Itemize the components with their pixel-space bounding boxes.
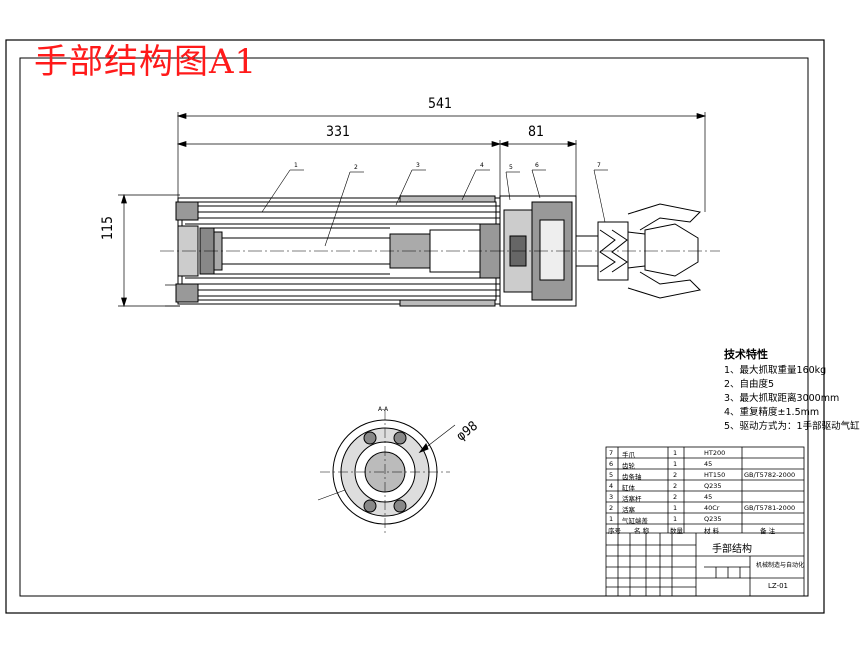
section-aa-label: A-A <box>378 406 389 413</box>
tech-line-4: 4、重复精度±1.5mm <box>724 407 820 418</box>
bom-row-3-name: 活塞杆 <box>622 495 642 503</box>
dim-overall-label: 541 <box>428 96 453 112</box>
bom-row-1-no: 1 <box>609 515 614 523</box>
dim-end-label: 81 <box>528 124 545 140</box>
bom-row-6-qty: 1 <box>673 460 678 468</box>
tech-heading: 技术特性 <box>724 348 768 361</box>
bom-row-2-note: GB/T5781-2000 <box>744 504 796 512</box>
bom-row-1-material: Q235 <box>704 515 722 523</box>
tech-line-5: 5、驱动方式为：1手部驱动气缸 <box>724 421 860 432</box>
outer-border <box>5 39 825 614</box>
titleblock-drawing-no: LZ-01 <box>768 582 789 590</box>
mechanical-drawing <box>5 39 825 614</box>
bom-row-6-name: 齿轮 <box>622 462 635 470</box>
dim-height-label: 115 <box>100 215 116 240</box>
bom-row-2-name: 活塞 <box>622 506 635 514</box>
bom-row-6-no: 6 <box>609 460 614 468</box>
bom-row-5-qty: 2 <box>673 471 678 479</box>
bom-row-6-material: 45 <box>704 460 713 468</box>
balloon-5: 5 <box>509 164 513 171</box>
bom-row-3-no: 3 <box>609 493 614 501</box>
bom-row-1-qty: 1 <box>673 515 678 523</box>
tech-line-2: 2、自由度5 <box>724 379 775 390</box>
bom-row-2-no: 2 <box>609 504 614 512</box>
drawing-title: 手部结构图A1 <box>34 42 258 82</box>
bom-header-note: 备 注 <box>760 527 776 535</box>
dim-body-label: 331 <box>326 124 351 140</box>
balloon-3: 3 <box>416 162 420 169</box>
balloon-leaders <box>261 169 608 247</box>
bom-row-7-qty: 1 <box>673 449 678 457</box>
bom-row-3-qty: 2 <box>673 493 678 501</box>
bom-row-5-name: 齿条轴 <box>622 473 642 481</box>
bom-header-material: 材 料 <box>704 527 720 535</box>
bom-row-4-name: 缸体 <box>622 484 635 492</box>
bom-row-1-name: 气缸端盖 <box>622 517 648 525</box>
bom-header-name: 名 称 <box>634 527 650 535</box>
tech-line-3: 3、最大抓取距离3000mm <box>724 393 840 404</box>
section-aa-view <box>317 410 456 535</box>
dimension-body <box>176 140 502 200</box>
balloon-7: 7 <box>597 162 601 169</box>
dimension-end <box>498 140 578 205</box>
bom-row-4-qty: 2 <box>673 482 678 490</box>
balloon-2: 2 <box>354 164 358 171</box>
bom-header-no: 序号 <box>608 527 621 535</box>
jaw-assembly <box>575 203 702 299</box>
bom-row-2-material: 40Cr <box>704 504 720 512</box>
bom-header-qty: 数量 <box>670 527 683 535</box>
bom-row-7-material: HT200 <box>704 449 726 457</box>
dimension-overall <box>176 112 707 212</box>
bom-row-5-no: 5 <box>609 471 614 479</box>
bom-row-3-material: 45 <box>704 493 713 501</box>
bom-row-2-qty: 1 <box>673 504 678 512</box>
balloon-1: 1 <box>294 162 298 169</box>
balloon-4: 4 <box>480 162 484 169</box>
inner-frame <box>19 57 809 597</box>
bom-row-7-no: 7 <box>609 449 614 457</box>
bom-row-4-material: Q235 <box>704 482 722 490</box>
dimension-height <box>118 193 180 308</box>
bom-row-5-note: GB/T5782-2000 <box>744 471 796 479</box>
titleblock-product: 手部结构 <box>712 544 752 555</box>
balloon-6: 6 <box>535 162 539 169</box>
bom-row-5-material: HT150 <box>704 471 726 479</box>
titleblock-school: 机械制造与自动化 <box>756 562 805 569</box>
title-block <box>605 446 805 597</box>
bom-row-7-name: 手爪 <box>622 451 635 459</box>
tech-line-1: 1、最大抓取重量160kg <box>724 365 827 376</box>
bom-row-4-no: 4 <box>609 482 614 490</box>
